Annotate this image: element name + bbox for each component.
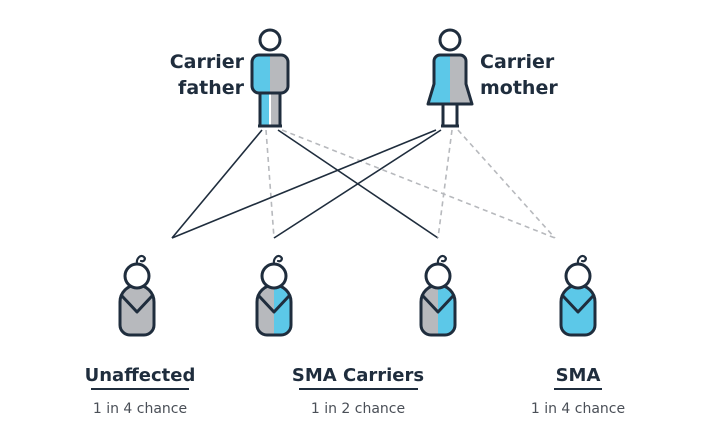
baby-carrier-icon xyxy=(255,254,293,337)
baby-affected xyxy=(559,254,597,337)
outcome-chance: 1 in 2 chance xyxy=(311,401,405,417)
mother-to-carrier-2-link xyxy=(437,129,453,239)
outcome-sma-carriers: SMA Carriers 1 in 2 chance xyxy=(292,365,424,417)
outcome-title: SMA Carriers xyxy=(292,365,424,386)
outcome-title: Unaffected xyxy=(85,365,196,386)
outcome-title: SMA xyxy=(556,365,601,386)
male-person-icon xyxy=(250,28,290,128)
father-to-carrier-1-link xyxy=(265,129,275,239)
father-figure: Carrier father xyxy=(170,28,290,128)
outcome-chance: 1 in 4 chance xyxy=(93,401,187,417)
baby-carrier-icon xyxy=(419,254,457,337)
baby-affected-icon xyxy=(559,254,597,337)
father-to-unaffected-link xyxy=(171,129,263,239)
mother-figure: Carrier mother xyxy=(426,28,558,128)
father-to-sma-link xyxy=(281,129,556,239)
mother-label-line1: Carrier xyxy=(480,51,555,73)
outcome-unaffected: Unaffected 1 in 4 chance xyxy=(85,365,196,417)
father-label-line1: Carrier xyxy=(170,51,245,73)
outcome-sma: SMA 1 in 4 chance xyxy=(531,365,625,417)
father-label-line2: father xyxy=(178,77,245,99)
baby-carrier-1 xyxy=(255,254,293,337)
mother-label-line2: mother xyxy=(480,77,558,99)
inheritance-links xyxy=(171,129,556,239)
baby-unaffected xyxy=(118,254,156,337)
baby-carrier-2 xyxy=(419,254,457,337)
mother-to-unaffected-link xyxy=(171,129,437,239)
female-person-icon xyxy=(426,28,474,128)
mother-to-carrier-1-link xyxy=(273,129,442,239)
outcome-chance: 1 in 4 chance xyxy=(531,401,625,417)
baby-unaffected-icon xyxy=(118,254,156,337)
mother-to-sma-link xyxy=(457,129,556,239)
